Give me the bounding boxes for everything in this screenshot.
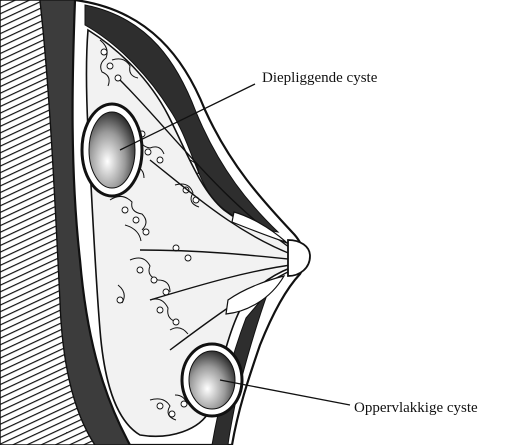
nipple (288, 240, 310, 276)
superficial-cyst-label: Oppervlakkige cyste (354, 400, 478, 416)
deep-cyst-label: Diepliggende cyste (262, 70, 378, 86)
deep-cyst (82, 104, 142, 196)
superficial-cyst (182, 344, 242, 416)
